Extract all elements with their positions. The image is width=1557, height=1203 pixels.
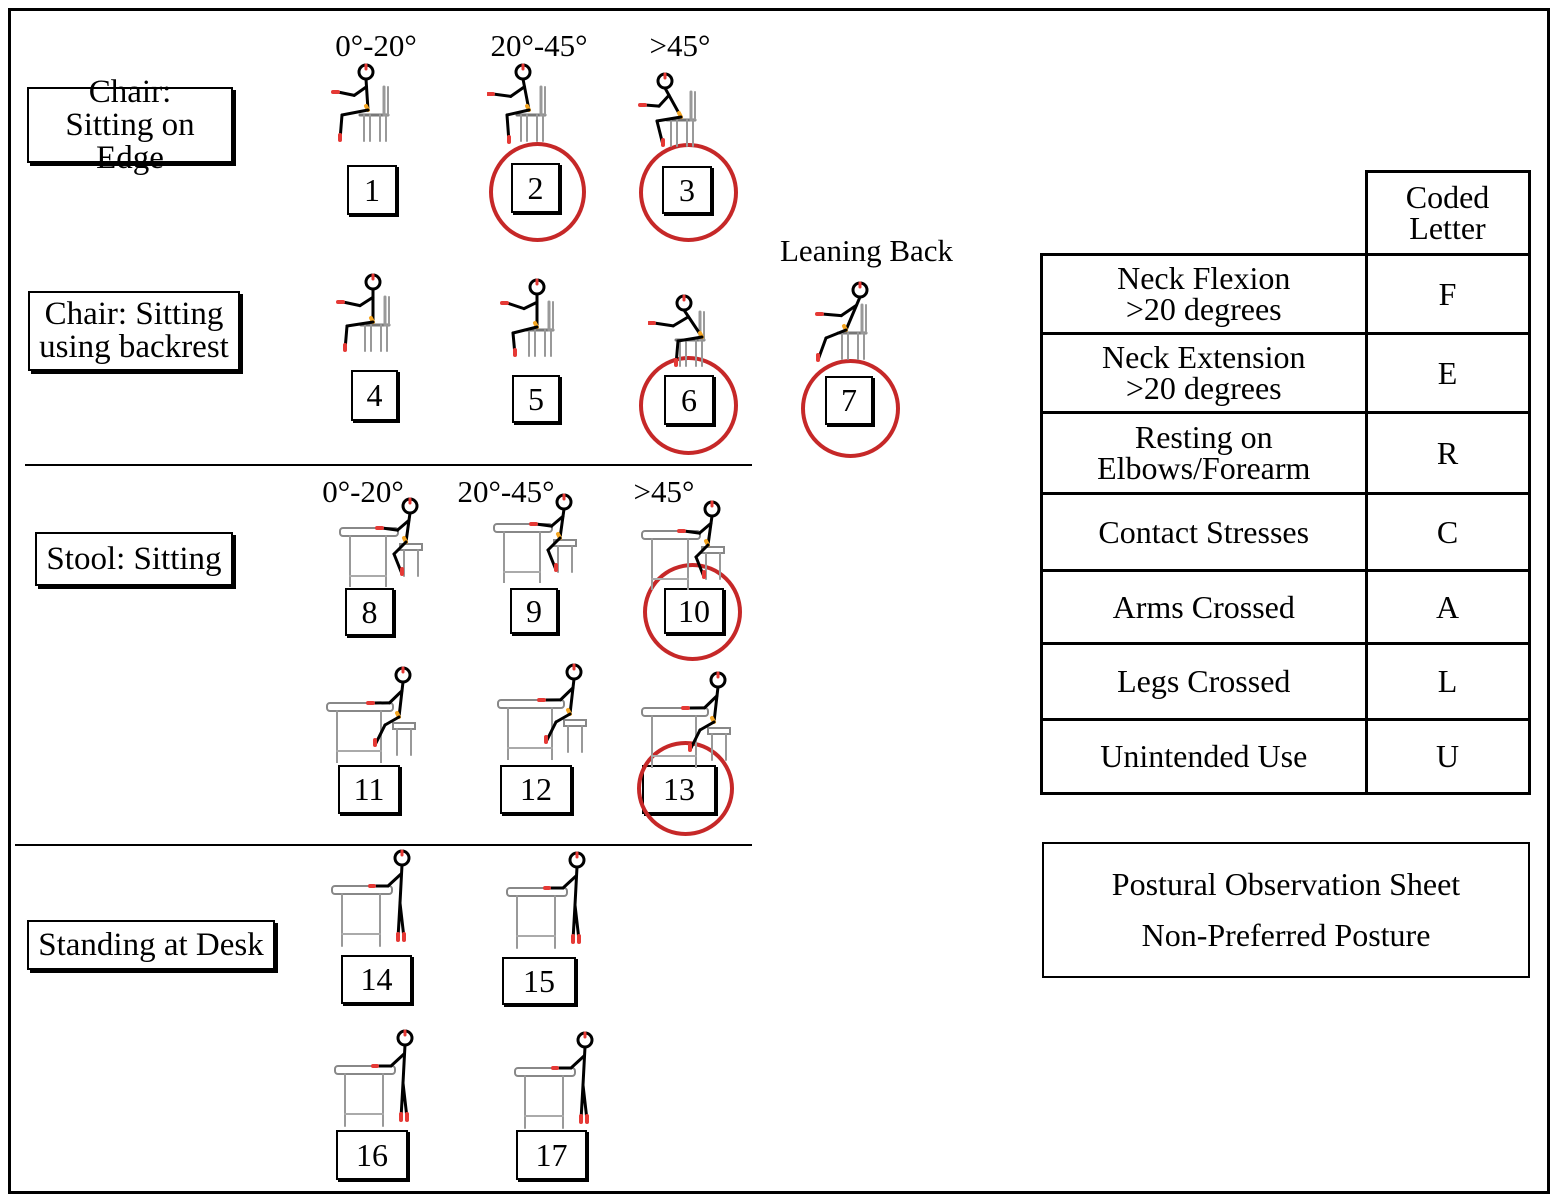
leaning-back-label: Leaning Back — [780, 233, 954, 268]
table-row: Neck Extension >20 degrees E — [1040, 332, 1531, 414]
stick-figure-icon — [326, 666, 416, 763]
category-chair-backrest: Chair: Sitting using backrest — [28, 291, 240, 371]
posture-number-box: 4 — [351, 370, 398, 421]
coded-letter-table: Coded Letter Neck Flexion >20 degrees F … — [1040, 170, 1531, 795]
stick-figure-icon — [648, 294, 706, 367]
coded-letter-header: Coded Letter — [1364, 170, 1531, 256]
table-row: Neck Flexion >20 degrees F — [1040, 253, 1531, 335]
observation-label: Arms Crossed — [1040, 569, 1368, 645]
table-row: Contact Stresses C — [1040, 492, 1531, 572]
posture-number-box: 9 — [510, 588, 558, 634]
stick-figure-icon — [641, 671, 731, 768]
posture-number-box: 8 — [345, 588, 394, 636]
non-preferred-circle — [639, 356, 738, 455]
stick-figure-icon — [514, 1031, 594, 1129]
table-row: Unintended Use U — [1040, 718, 1531, 795]
stick-figure-icon — [336, 273, 391, 352]
stool-angle-label-20-45: 20°-45° — [457, 474, 555, 509]
diagram-frame — [8, 8, 1550, 1194]
stick-figure-icon — [638, 72, 697, 147]
observation-label: Resting on Elbows/Forearm — [1040, 411, 1368, 495]
stick-figure-icon — [339, 497, 423, 587]
observation-code: U — [1364, 718, 1531, 795]
category-standing: Standing at Desk — [27, 920, 275, 970]
sheet-subtitle: Non-Preferred Posture — [1141, 917, 1431, 953]
posture-number-box: 5 — [512, 375, 560, 423]
stick-figure-icon — [493, 493, 577, 583]
observation-code: F — [1364, 253, 1531, 335]
stick-figure-icon — [497, 663, 587, 760]
table-corner-cell — [1041, 171, 1368, 256]
table-header-row: Coded Letter — [1041, 170, 1531, 256]
observation-label: Neck Flexion >20 degrees — [1040, 253, 1368, 335]
angle-label-0-20: 0°-20° — [335, 28, 417, 63]
stick-figure-icon — [500, 278, 555, 357]
posture-number-box: 17 — [516, 1130, 587, 1180]
posture-number-box: 12 — [500, 765, 572, 814]
table-row: Resting on Elbows/Forearm R — [1040, 411, 1531, 495]
stool-angle-label-gt45: >45° — [633, 474, 695, 509]
posture-number-box: 14 — [341, 955, 412, 1004]
sheet-title: Postural Observation Sheet — [1111, 866, 1461, 902]
section-divider-chair-stool — [25, 464, 752, 466]
non-preferred-circle — [637, 741, 734, 836]
stick-figure-icon — [487, 63, 547, 144]
posture-number-box: 16 — [336, 1130, 408, 1180]
posture-number-box: 15 — [502, 957, 576, 1005]
posture-number-box: 11 — [338, 765, 400, 814]
non-preferred-circle — [643, 563, 742, 661]
non-preferred-circle — [489, 142, 586, 242]
stick-figure-icon — [641, 500, 725, 590]
stick-figure-icon — [331, 849, 411, 947]
table-row: Legs Crossed L — [1040, 642, 1531, 721]
stick-figure-icon — [331, 63, 390, 142]
posture-number-box: 1 — [347, 165, 397, 215]
observation-label: Contact Stresses — [1040, 492, 1368, 572]
non-preferred-circle — [801, 359, 900, 458]
observation-code: A — [1364, 569, 1531, 645]
angle-label-gt45: >45° — [649, 28, 711, 63]
category-chair-edge: Chair: Sitting on Edge — [27, 75, 233, 174]
category-stool: Stool: Sitting — [35, 532, 233, 586]
stool-angle-label-0-20: 0°-20° — [322, 474, 404, 509]
observation-code: E — [1364, 332, 1531, 414]
non-preferred-circle — [639, 143, 738, 242]
stick-figure-icon — [815, 281, 869, 362]
observation-code: R — [1364, 411, 1531, 495]
observation-label: Legs Crossed — [1040, 642, 1368, 721]
observation-code: L — [1364, 642, 1531, 721]
section-divider-stool-standing — [15, 844, 752, 846]
table-row: Arms Crossed A — [1040, 569, 1531, 645]
observation-label: Neck Extension >20 degrees — [1040, 332, 1368, 414]
angle-label-20-45: 20°-45° — [490, 28, 588, 63]
observation-code: C — [1364, 492, 1531, 572]
stick-figure-icon — [506, 851, 586, 949]
stick-figure-icon — [334, 1029, 414, 1127]
observation-label: Unintended Use — [1040, 718, 1368, 795]
sheet-title-box: Postural Observation Sheet Non-Preferred… — [1042, 842, 1530, 978]
